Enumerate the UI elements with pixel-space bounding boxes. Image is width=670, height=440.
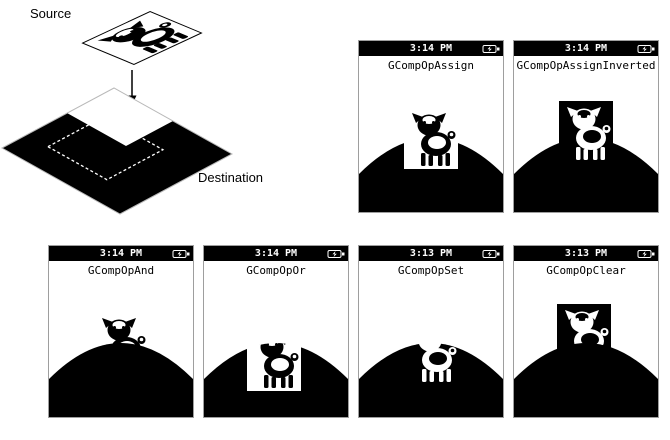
watch-screen-clear: 3:13 PM GCompOpClear [513,245,659,418]
destination-white-region [67,88,173,146]
pug-composite [94,312,148,374]
screen-canvas [514,101,658,212]
screen-title: GCompOpOr [246,264,306,277]
status-time: 3:14 PM [99,248,143,259]
pug-composite [404,107,458,169]
hill [514,138,658,212]
status-bar: 3:14 PM [514,41,658,56]
screen-canvas [514,304,658,417]
pug-composite [247,329,301,391]
status-bar: 3:13 PM [359,246,503,261]
compositing-diagram: Source Destination [0,0,300,235]
status-bar: 3:13 PM [514,246,658,261]
screen-canvas [204,329,348,417]
screen-canvas [359,107,503,212]
status-time: 3:13 PM [409,248,453,259]
watch-screen-or: 3:14 PM GCompOpOr [203,245,349,418]
watch-screen-assign: 3:14 PM GCompOpAssign [358,40,504,213]
screen-title: GCompOpAnd [87,264,155,277]
hill [49,343,193,417]
battery-charging-icon [637,44,656,54]
watch-screen-and: 3:14 PM GCompOpAnd [48,245,194,418]
watch-screen-set: 3:13 PM GCompOpSet [358,245,504,418]
screen-canvas [49,312,193,417]
battery-charging-icon [482,249,501,259]
screen-title: GCompOpSet [397,264,465,277]
hill [359,138,503,212]
status-time: 3:14 PM [409,43,453,54]
status-time: 3:14 PM [254,248,298,259]
pug-composite [559,101,613,163]
pug-composite [405,323,459,385]
battery-charging-icon [172,249,191,259]
pug-composite [557,304,611,366]
composite-target-outline [46,115,165,181]
destination-label: Destination [198,170,264,185]
battery-charging-icon [482,44,501,54]
status-bar: 3:14 PM [204,246,348,261]
screen-title: GCompOpAssign [387,59,475,72]
source-thumbnail [83,12,202,65]
diagram-art [0,0,234,215]
destination-plane [0,87,234,215]
watch-screen-assign-inverted: 3:14 PM GCompOpAssignInverted [513,40,659,213]
screen-title: GCompOpClear [546,264,626,277]
screen-canvas [359,323,503,417]
status-bar: 3:14 PM [49,246,193,261]
screen-title: GCompOpAssignInverted [516,59,656,72]
hill [514,343,658,417]
status-bar: 3:14 PM [359,41,503,56]
source-label: Source [30,6,72,21]
battery-charging-icon [327,249,346,259]
status-time: 3:14 PM [564,43,608,54]
status-time: 3:13 PM [564,248,608,259]
battery-charging-icon [637,249,656,259]
